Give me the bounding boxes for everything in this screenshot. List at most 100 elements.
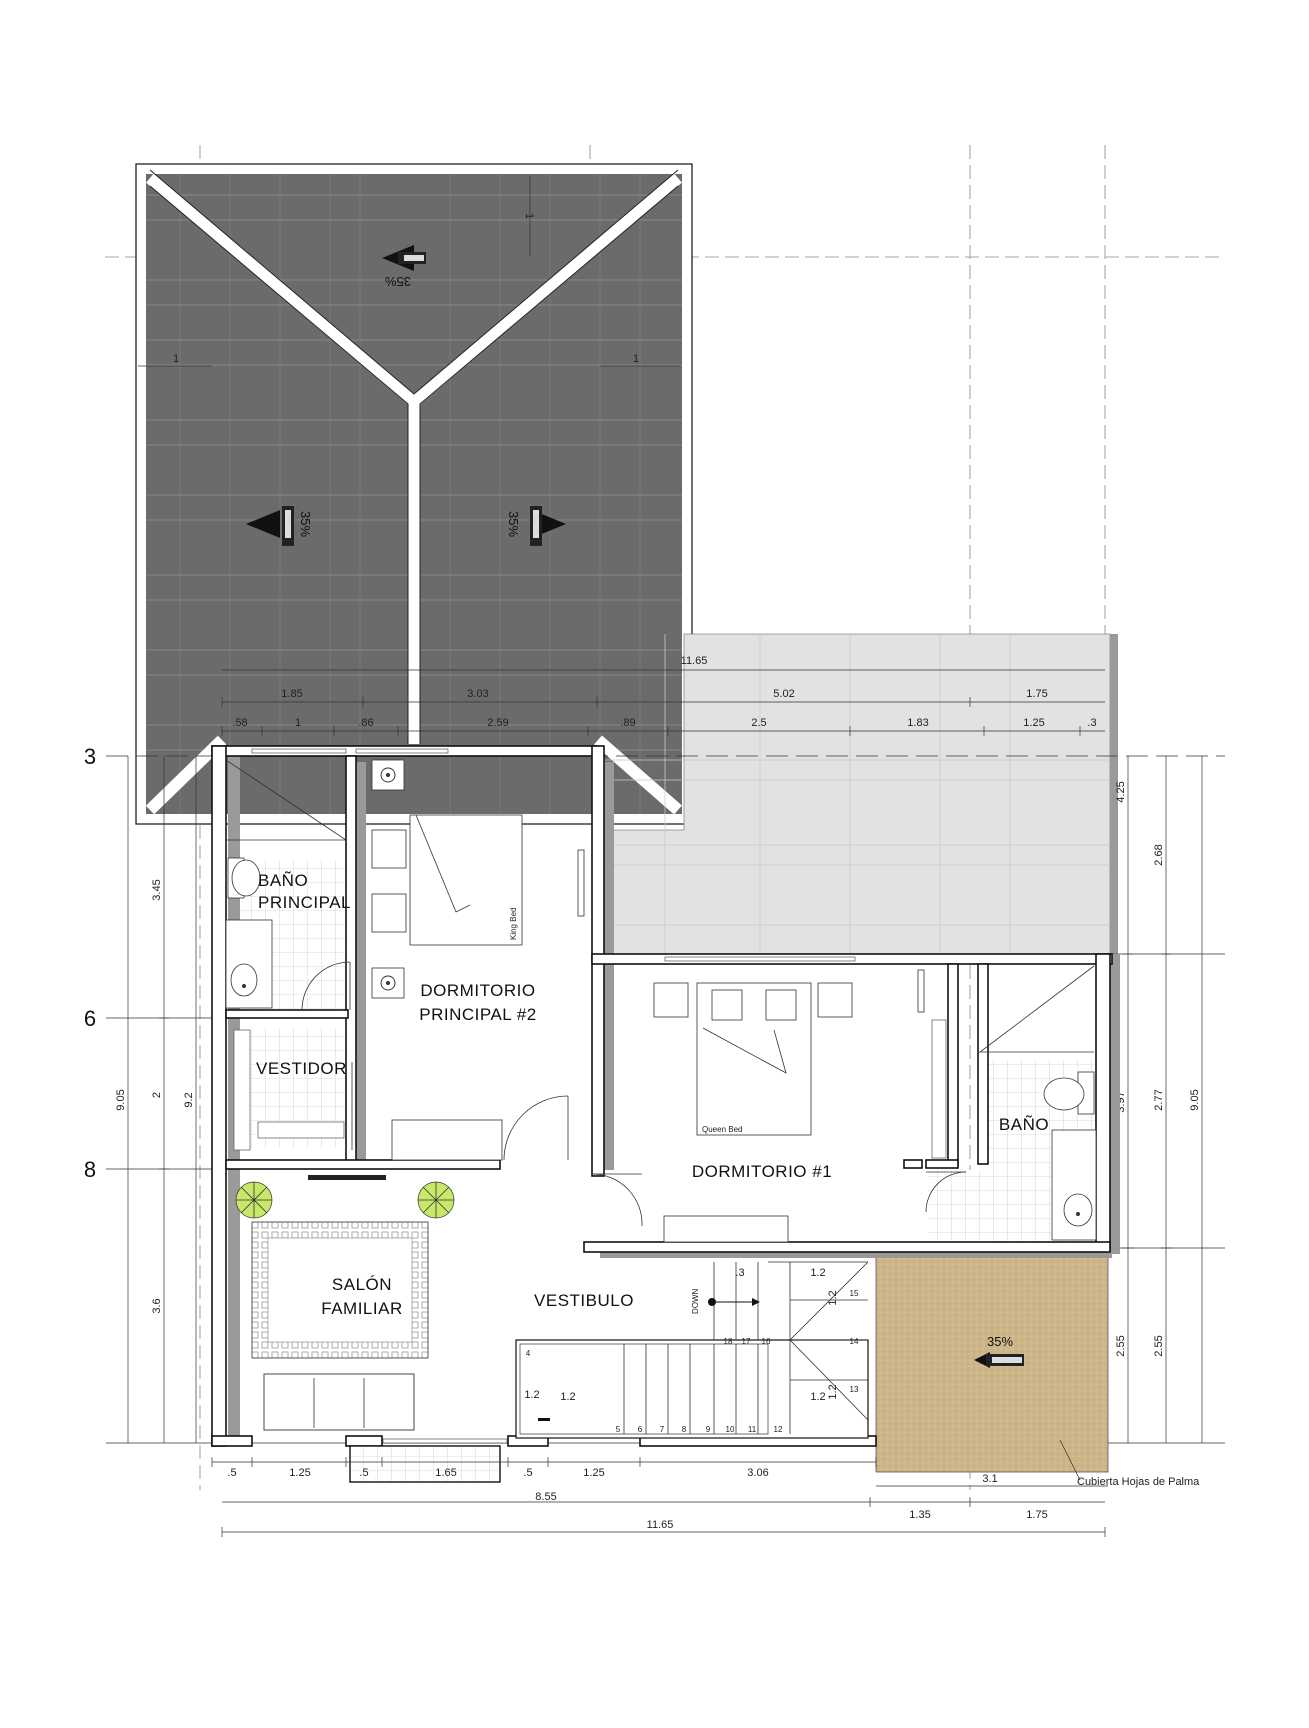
queen-bed: Queen Bed <box>653 969 947 1243</box>
queen-bed-label: Queen Bed <box>702 1125 742 1134</box>
room-dormitorio-1: DORMITORIO #1 <box>692 1162 832 1181</box>
plant-icon <box>235 1181 273 1219</box>
dim-259: 2.59 <box>487 717 508 729</box>
step-label: 7 <box>660 1425 665 1434</box>
down-label: DOWN <box>691 1288 700 1314</box>
dim-1: 1 <box>295 717 301 729</box>
room-salon-2: FAMILIAR <box>321 1299 402 1318</box>
stair-dim-12b: 1.2 <box>524 1389 539 1401</box>
dim-bottom-125b: 1.25 <box>583 1467 604 1479</box>
dim-183: 1.83 <box>907 717 928 729</box>
dim-bottom-175: 1.75 <box>1026 1509 1047 1521</box>
dim-bottom-5b: .5 <box>359 1467 368 1479</box>
room-labels: BAÑO PRINCIPAL DORMITORIO PRINCIPAL #2 V… <box>256 871 1049 1318</box>
king-bed-label: King Bed <box>509 908 518 940</box>
dim-58: .58 <box>232 717 247 729</box>
step-label: 16 <box>762 1337 771 1346</box>
dim-bottom-165: 1.65 <box>435 1467 456 1479</box>
stair-dim-3: .3 <box>735 1267 744 1279</box>
dim-502: 5.02 <box>773 688 794 700</box>
dim-right-268: 2.68 <box>1153 844 1165 865</box>
dim-right-905: 9.05 <box>1189 1089 1201 1110</box>
plant-icon <box>417 1181 455 1219</box>
dim-right-277: 2.77 <box>1153 1089 1165 1110</box>
bano-fixtures <box>978 965 1097 1241</box>
dim-185: 1.85 <box>281 688 302 700</box>
dim-175: 1.75 <box>1026 688 1047 700</box>
room-vestibulo: VESTIBULO <box>534 1291 634 1310</box>
slope-arrow-icon <box>974 1352 1024 1368</box>
slope-left-label: 35% <box>298 511 313 537</box>
king-bed: King Bed <box>371 759 585 1161</box>
grid-label-3: 3 <box>84 744 96 769</box>
dim-25: 2.5 <box>751 717 766 729</box>
room-dormitorio-principal-2: PRINCIPAL #2 <box>419 1005 537 1024</box>
slope-arrow-icon <box>530 506 566 546</box>
vestidor-shelves <box>233 1029 345 1151</box>
dim-left-345: 3.45 <box>151 879 163 900</box>
step-label: 9 <box>706 1425 711 1434</box>
dim-left-92: 9.2 <box>183 1092 195 1107</box>
step-label: 14 <box>850 1337 859 1346</box>
dim-left-36: 3.6 <box>151 1298 163 1313</box>
step-label: 5 <box>616 1425 621 1434</box>
grid-label-8: 8 <box>84 1157 96 1182</box>
grid-label-6: 6 <box>84 1006 96 1031</box>
dim-bottom-5c: .5 <box>523 1467 532 1479</box>
dim-303: 3.03 <box>467 688 488 700</box>
slope-palm-label: 35% <box>987 1334 1013 1349</box>
stair-dim-12d: 1.2 <box>810 1391 825 1403</box>
slope-top-label: 35% <box>385 274 411 289</box>
roof-overhang-right: 1 <box>633 353 639 365</box>
palm-roof: 35% Cubierta Hojas de Palma <box>875 1253 1200 1488</box>
dim-125: 1.25 <box>1023 717 1044 729</box>
dim-right-255b: 2.55 <box>1153 1335 1165 1356</box>
slope-right-label: 35% <box>506 511 521 537</box>
step-label: 12 <box>774 1425 783 1434</box>
walls <box>211 745 1120 1447</box>
top-dimensions: 11.65 1.85 3.03 5.02 1.75 .58 1 .86 2.59… <box>221 655 1105 736</box>
slope-arrow-icon <box>382 245 426 271</box>
step-label: 10 <box>726 1425 735 1434</box>
dim-bottom-135: 1.35 <box>909 1509 930 1521</box>
room-salon: SALÓN <box>332 1275 392 1294</box>
main-roof: 35% 35% 35% 1 1 1 <box>135 163 693 825</box>
bottom-dimensions: .5 1.25 .5 1.65 .5 1.25 3.06 3.1 8.55 1.… <box>211 1457 1108 1537</box>
dim-total-top: 11.65 <box>681 655 708 667</box>
dim-bottom-1165: 11.65 <box>647 1519 674 1531</box>
room-vestidor: VESTIDOR <box>256 1059 347 1078</box>
right-dimensions: 4.25 3.97 2.55 2.68 2.77 2.55 9.05 <box>1115 756 1203 1443</box>
step-label: 17 <box>742 1337 751 1346</box>
step-label: 6 <box>638 1425 643 1434</box>
dim-left-905: 9.05 <box>115 1089 127 1110</box>
stair-dim-12c: 1.2 <box>560 1391 575 1403</box>
bano-principal-fixtures <box>225 759 348 1009</box>
dim-bottom-31: 3.1 <box>982 1473 997 1485</box>
room-dormitorio-principal: DORMITORIO <box>420 981 535 1000</box>
room-bano: BAÑO <box>999 1115 1049 1134</box>
room-bano-principal: BAÑO <box>258 871 308 890</box>
staircase: .3 1.2 1.2 1.2 1.2 1.2 1.2 18 17 16 5 6 … <box>515 1261 869 1439</box>
roof-overhang-left: 1 <box>173 353 179 365</box>
dim-bottom-5a: .5 <box>227 1467 236 1479</box>
stair-dim-12a: 1.2 <box>810 1267 825 1279</box>
doors <box>301 961 967 1227</box>
stair-dim-12f: 1.2 <box>827 1384 839 1399</box>
roof-overhang-top: 1 <box>523 213 535 219</box>
dim-right-255a: 2.55 <box>1115 1335 1127 1356</box>
dim-3: .3 <box>1087 717 1096 729</box>
dim-bottom-855: 8.55 <box>535 1491 556 1503</box>
step-label: 18 <box>724 1337 733 1346</box>
balcony <box>349 1445 501 1483</box>
step-label: 13 <box>850 1385 859 1394</box>
salon-furniture <box>235 1181 455 1431</box>
dim-86: .86 <box>358 717 373 729</box>
step-label: 11 <box>748 1425 757 1434</box>
left-dimensions: 9.05 3.45 2 3.6 9.2 <box>115 756 197 1443</box>
step-label: 4 <box>526 1349 531 1358</box>
down-arrow-icon <box>708 1298 760 1306</box>
dim-bottom-306: 3.06 <box>747 1467 768 1479</box>
palm-roof-note: Cubierta Hojas de Palma <box>1077 1476 1200 1488</box>
slope-arrow-icon <box>246 506 294 546</box>
